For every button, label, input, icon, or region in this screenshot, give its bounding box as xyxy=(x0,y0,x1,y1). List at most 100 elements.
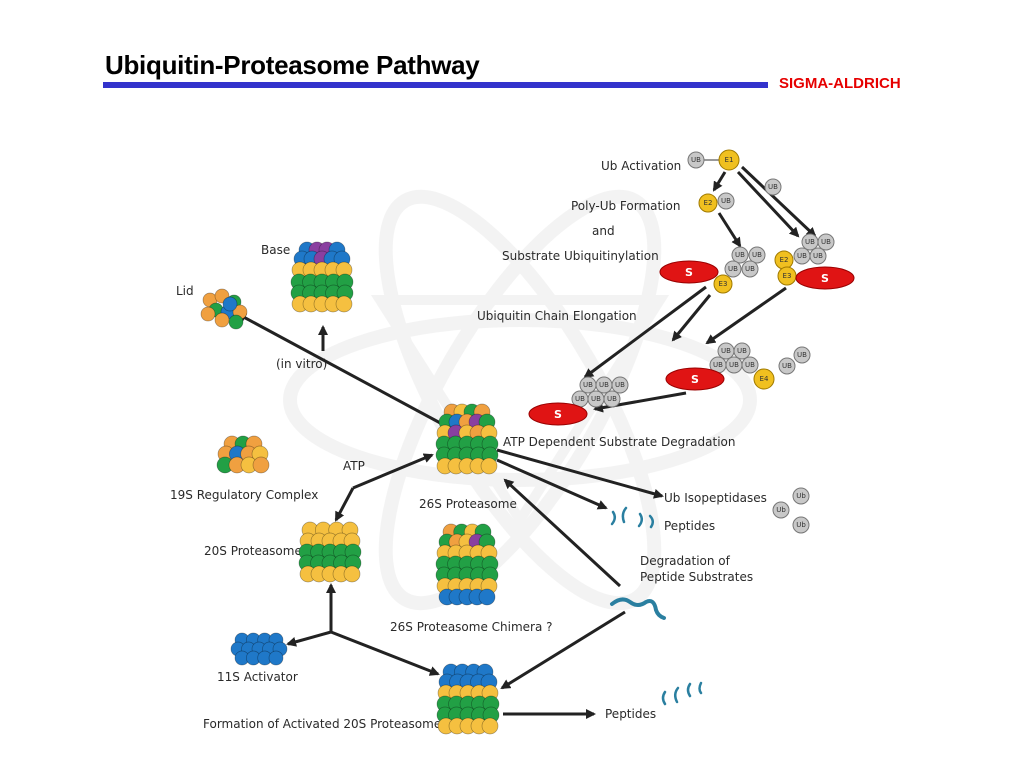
svg-text:UB: UB xyxy=(599,381,609,389)
svg-text:UB: UB xyxy=(745,361,755,369)
title-rule xyxy=(103,82,768,88)
svg-text:S: S xyxy=(554,408,562,421)
base-complex-icon xyxy=(290,241,354,313)
arrow-to-activated-20s xyxy=(330,630,440,676)
svg-text:UB: UB xyxy=(782,362,792,370)
ub-molecule: UB xyxy=(579,376,597,394)
label-activated-20s-formation: Formation of Activated 20S Proteasome xyxy=(203,717,441,731)
ub-molecule: UB xyxy=(611,376,629,394)
ub-molecule: UB xyxy=(603,390,621,408)
arrow-peptide-to-activated xyxy=(500,610,626,690)
arrow-atp-to-20s xyxy=(334,487,355,522)
svg-text:UB: UB xyxy=(721,347,731,355)
proteasome-26s-icon xyxy=(435,403,499,475)
svg-text:E3: E3 xyxy=(719,280,728,288)
pathway-arrows xyxy=(236,165,817,719)
proteasome-chimera-icon xyxy=(435,523,499,606)
svg-text:UB: UB xyxy=(729,361,739,369)
substrate-protein: S xyxy=(795,266,855,290)
arrow-to-peptides-upper xyxy=(496,458,608,510)
label-20s-proteasome: 20S Proteasome xyxy=(204,544,302,558)
svg-text:UB: UB xyxy=(713,361,723,369)
substrate-protein: S xyxy=(528,402,588,426)
label-atp-dependent-degradation: ATP Dependent Substrate Degradation xyxy=(503,435,735,449)
label-and: and xyxy=(592,224,615,238)
substrate-ubiquitinylation-left: UB UB UB UB S E3 xyxy=(659,246,766,294)
arrow-elongation-mid xyxy=(671,294,712,342)
label-base: Base xyxy=(261,243,290,257)
svg-text:UB: UB xyxy=(615,381,625,389)
svg-text:E2: E2 xyxy=(780,256,789,264)
arrow-e1-to-e2 xyxy=(712,171,727,192)
slide-title: Ubiquitin-Proteasome Pathway xyxy=(105,50,480,80)
arrow-e2-to-ub-chain xyxy=(717,212,742,248)
ub-molecule: Ub xyxy=(772,501,790,519)
ub-molecule: UB xyxy=(587,390,605,408)
svg-text:UB: UB xyxy=(575,395,585,403)
brand-logo-text: SIGMA-ALDRICH xyxy=(779,75,901,92)
svg-text:UB: UB xyxy=(821,238,831,246)
arrow-elongation-right xyxy=(705,286,787,345)
substrate-protein: S xyxy=(659,260,719,284)
label-ub-isopeptidases: Ub Isopeptidases xyxy=(664,491,767,505)
peptide-substrate-icon xyxy=(610,597,666,620)
svg-text:E4: E4 xyxy=(760,375,769,383)
label-ubiquitin-chain-elongation: Ubiquitin Chain Elongation xyxy=(477,309,637,323)
ub-molecule: UB xyxy=(741,356,759,374)
arrow-degradation-to-26s xyxy=(503,478,622,588)
ub-activation-group: UB E1 UB E2 UB xyxy=(687,149,782,213)
arrow-atp-to-26s xyxy=(352,453,434,490)
svg-text:Ub: Ub xyxy=(796,492,806,500)
label-peptides-lower: Peptides xyxy=(605,707,656,721)
e1-enzyme: E1 xyxy=(718,149,740,171)
svg-text:UB: UB xyxy=(591,395,601,403)
proteasome-20s-icon xyxy=(298,521,362,583)
regulatory-19s-icon xyxy=(216,435,270,474)
svg-text:UB: UB xyxy=(797,351,807,359)
svg-text:UB: UB xyxy=(728,265,738,273)
ub-molecule: UB xyxy=(717,342,735,360)
ub-molecule: UB xyxy=(801,233,819,251)
svg-text:Ub: Ub xyxy=(796,521,806,529)
arrow-e1-to-e2-right xyxy=(736,170,800,238)
ub-molecule: UB xyxy=(778,357,796,375)
label-19s-regulatory-complex: 19S Regulatory Complex xyxy=(170,488,318,502)
label-degradation-line1: Degradation of xyxy=(640,554,731,568)
ub-molecule: UB xyxy=(687,151,705,169)
e2-enzyme: E2 xyxy=(698,193,718,213)
ub-molecule: UB xyxy=(731,246,749,264)
substrate-protein: S xyxy=(665,367,725,391)
svg-text:UB: UB xyxy=(752,251,762,259)
ub-molecule: UB xyxy=(724,260,742,278)
svg-text:UB: UB xyxy=(607,395,617,403)
label-11s-activator: 11S Activator xyxy=(217,670,298,684)
arrow-26s-to-lid xyxy=(236,312,445,427)
svg-text:UB: UB xyxy=(691,156,701,164)
svg-text:UB: UB xyxy=(721,197,731,205)
e4-enzyme: E4 xyxy=(753,368,775,390)
label-26s-proteasome-chimera: 26S Proteasome Chimera ? xyxy=(390,620,553,634)
svg-text:S: S xyxy=(821,272,829,285)
label-atp: ATP xyxy=(343,459,365,473)
ub-molecule: UB xyxy=(595,376,613,394)
e3-enzyme: E3 xyxy=(777,266,797,286)
svg-text:UB: UB xyxy=(583,381,593,389)
arrow-elongation-left xyxy=(583,285,707,379)
label-substrate-ubiquitinylation: Substrate Ubiquitinylation xyxy=(502,249,659,263)
arrow-to-11s-activator xyxy=(286,630,332,647)
label-peptides-upper: Peptides xyxy=(664,519,715,533)
svg-text:S: S xyxy=(685,266,693,279)
label-in-vitro: (in vitro) xyxy=(276,357,327,371)
peptides-lower-icon xyxy=(661,681,703,706)
activator-11s-icon xyxy=(230,632,288,666)
chain-elongation-group: UB UB UB UB UB UB UB S E4 xyxy=(665,342,811,391)
svg-text:UB: UB xyxy=(813,252,823,260)
label-lid: Lid xyxy=(176,284,194,298)
label-degradation-line2: Peptide Substrates xyxy=(640,570,753,584)
svg-text:UB: UB xyxy=(805,238,815,246)
ub-molecule: UB xyxy=(809,247,827,265)
ub-molecule: UB xyxy=(793,346,811,364)
released-ubiquitin: Ub Ub Ub xyxy=(772,487,810,534)
ub-molecule: UB xyxy=(764,178,782,196)
ub-molecule: UB xyxy=(741,260,759,278)
